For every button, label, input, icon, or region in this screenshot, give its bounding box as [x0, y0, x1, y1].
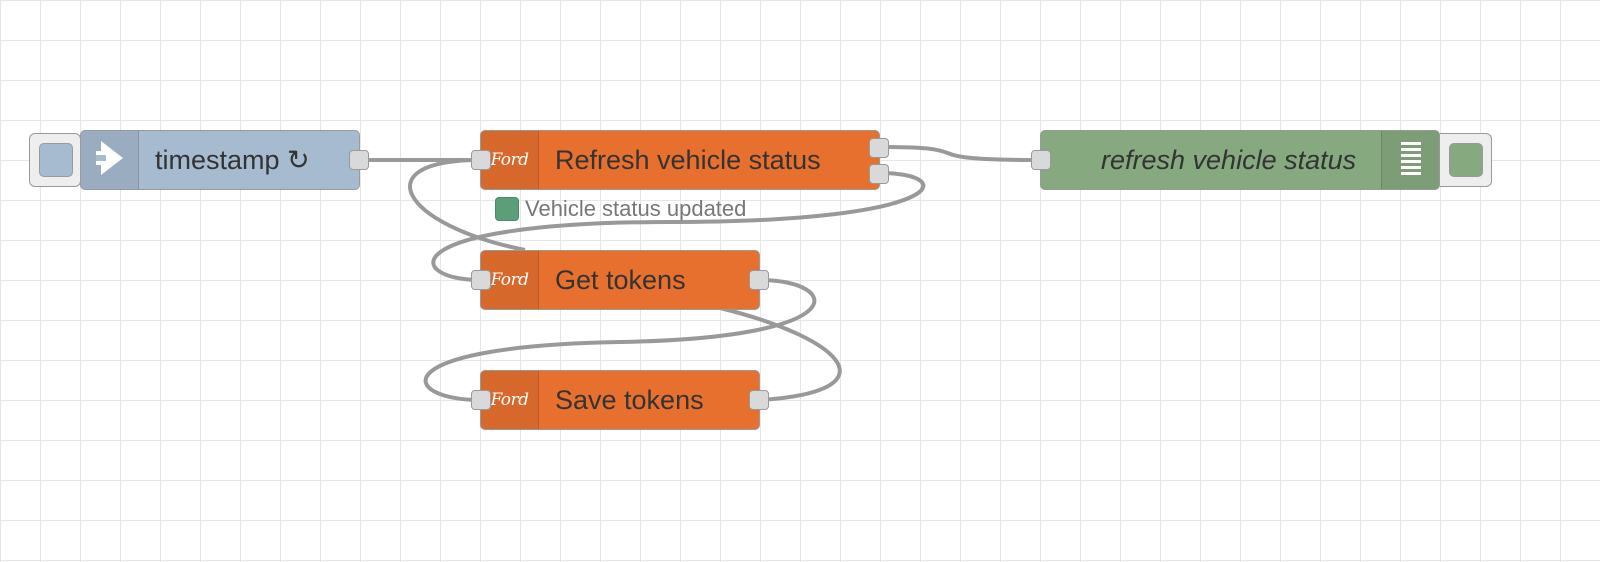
debug-icon-area — [1381, 131, 1439, 189]
ford-logo-icon: Ford — [490, 150, 529, 170]
wire-get-tokens-to-refresh[interactable] — [408, 158, 526, 252]
arrow-right-icon — [95, 137, 125, 184]
get-tokens-node[interactable]: Ford Get tokens — [471, 250, 769, 310]
debug-input-port[interactable] — [1031, 150, 1051, 170]
save-tokens-input-port[interactable] — [471, 390, 491, 410]
refresh-input-port[interactable] — [471, 150, 491, 170]
refresh-vehicle-status-node[interactable]: Ford Refresh vehicle status — [471, 130, 889, 190]
inject-output-port[interactable] — [349, 150, 369, 170]
debug-toggle-button[interactable] — [1440, 133, 1492, 187]
refresh-output-port-2[interactable] — [869, 164, 889, 184]
refresh-output-port-1[interactable] — [869, 138, 889, 158]
get-tokens-input-port[interactable] — [471, 270, 491, 290]
inject-trigger-button-face[interactable] — [39, 143, 73, 177]
refresh-node-label: Refresh vehicle status — [555, 144, 821, 175]
list-icon — [1400, 141, 1422, 180]
wire-refresh-to-get-tokens[interactable] — [431, 171, 926, 282]
save-tokens-output-port[interactable] — [749, 390, 769, 410]
status-indicator-icon — [495, 197, 519, 221]
inject-node-label: timestamp ↻ — [155, 144, 310, 175]
wire-refresh-to-debug[interactable] — [879, 145, 1041, 162]
save-tokens-node-label: Save tokens — [555, 384, 704, 415]
debug-node[interactable]: refresh vehicle status — [1031, 130, 1440, 190]
wire-save-tokens-to-get-tokens[interactable] — [719, 306, 842, 402]
ford-logo-icon: Ford — [490, 270, 529, 290]
status-text: Vehicle status updated — [525, 196, 747, 221]
get-tokens-node-label: Get tokens — [555, 264, 686, 295]
inject-trigger-button[interactable] — [29, 133, 81, 187]
wire-get-tokens-to-save-tokens[interactable] — [423, 278, 817, 402]
refresh-node-status: Vehicle status updated — [495, 196, 746, 222]
get-tokens-icon-area: Ford — [481, 251, 539, 309]
debug-node-label: refresh vehicle status — [1101, 144, 1357, 175]
get-tokens-output-port[interactable] — [749, 270, 769, 290]
inject-node[interactable]: timestamp ↻ — [80, 130, 369, 190]
ford-logo-icon: Ford — [490, 390, 529, 410]
save-tokens-node[interactable]: Ford Save tokens — [471, 370, 769, 430]
inject-icon-area — [81, 131, 139, 189]
debug-toggle-button-face[interactable] — [1449, 143, 1483, 177]
